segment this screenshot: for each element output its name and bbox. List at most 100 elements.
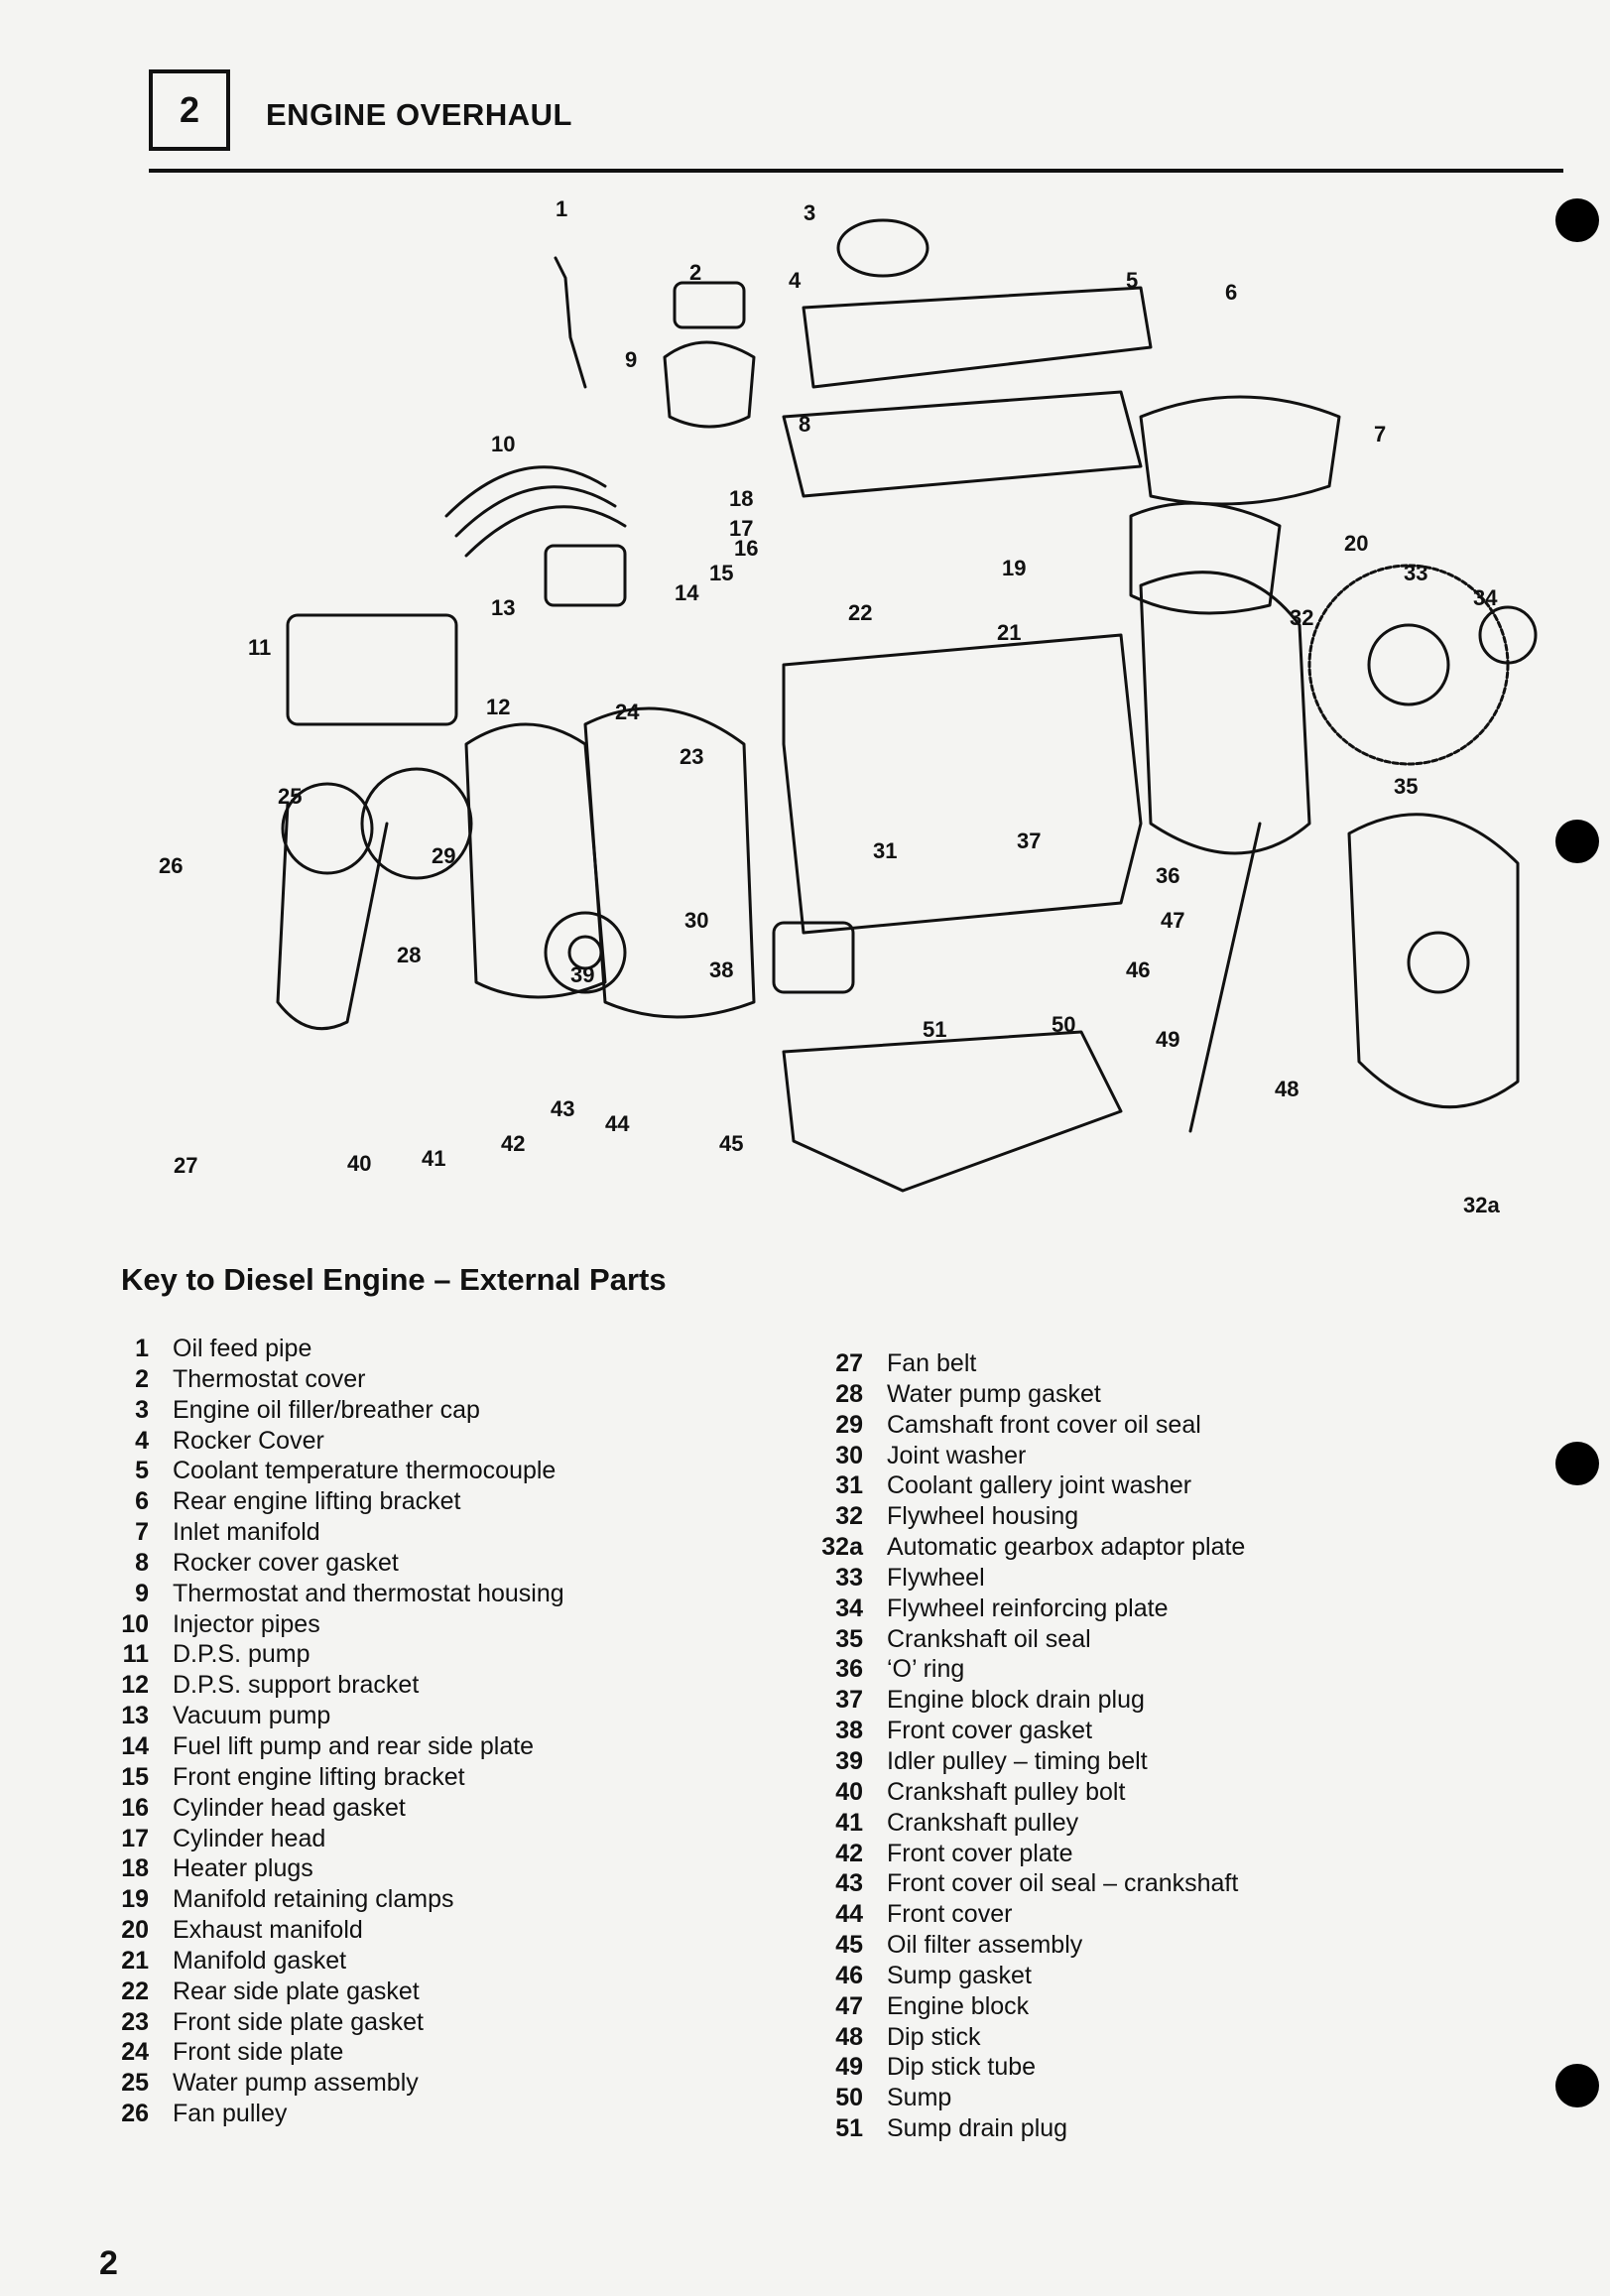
chapter-title: ENGINE OVERHAUL [266,97,572,132]
callout-31: 31 [873,838,897,863]
injector-pipes-shape [444,465,627,558]
callout-25: 25 [278,784,302,809]
callout-35: 35 [1394,774,1418,799]
callout-43: 43 [551,1096,574,1121]
flywheel-shape [1307,564,1510,766]
callout-34: 34 [1473,585,1498,610]
callout-3: 3 [804,200,815,225]
callout-8: 8 [799,412,810,437]
chapter-number: 2 [179,89,200,130]
callout-37: 37 [1017,829,1041,853]
callout-6: 6 [1225,280,1237,305]
callout-38: 38 [709,957,733,982]
callout-42: 42 [501,1131,525,1156]
fan-belt-shape [276,802,389,1031]
callout-46: 46 [1126,957,1150,982]
gearbox-adaptor-plate-shape [1347,813,1520,1109]
flywheel-housing-shape [1139,571,1311,855]
callout-12: 12 [486,695,510,719]
exhaust-manifold-shape [1129,501,1282,615]
callout-17: 17 [729,516,753,541]
key-item: 36‘O’ ring [835,1655,965,1684]
thermostat-housing-shape [663,340,756,429]
callout-51: 51 [923,1017,946,1042]
header-rule [149,169,1563,173]
chapter-number-box: 2 [149,69,230,151]
callout-21: 21 [997,620,1021,645]
callout-26: 26 [159,853,183,878]
callout-39: 39 [570,962,594,987]
front-cover-plate-shape [464,722,607,999]
key-title: Key to Diesel Engine – External Parts [121,1262,667,1297]
thermostat-cover-shape [673,281,746,329]
callout-36: 36 [1156,863,1179,888]
callout-11: 11 [248,635,271,660]
oil-feed-pipe-shape [554,256,587,389]
callout-32: 32 [1290,605,1313,630]
callout-10: 10 [491,432,515,456]
dps-pump-shape [286,613,458,726]
callout-1: 1 [556,196,567,221]
flywheel-reinforcing-plate-shape [1478,605,1538,665]
callout-23: 23 [680,744,703,769]
callout-5: 5 [1126,268,1138,293]
page-number: 2 [99,2244,118,2282]
inlet-manifold-shape [1139,395,1341,506]
callout-15: 15 [709,561,733,585]
binder-hole-4 [1555,2064,1599,2107]
callout-29: 29 [432,843,455,868]
callout-47: 47 [1161,908,1184,933]
callout-27: 27 [174,1153,197,1178]
callout-30: 30 [684,908,708,933]
front-cover-shape [583,706,756,1019]
callout-41: 41 [422,1146,445,1171]
callout-50: 50 [1052,1012,1075,1037]
sump-shape [782,1030,1123,1193]
engine-block-shape [782,633,1143,935]
key-item [813,2144,1245,2175]
crankshaft-pulley-shape [544,911,627,994]
callout-44: 44 [605,1111,630,1136]
callout-20: 20 [1344,531,1368,556]
